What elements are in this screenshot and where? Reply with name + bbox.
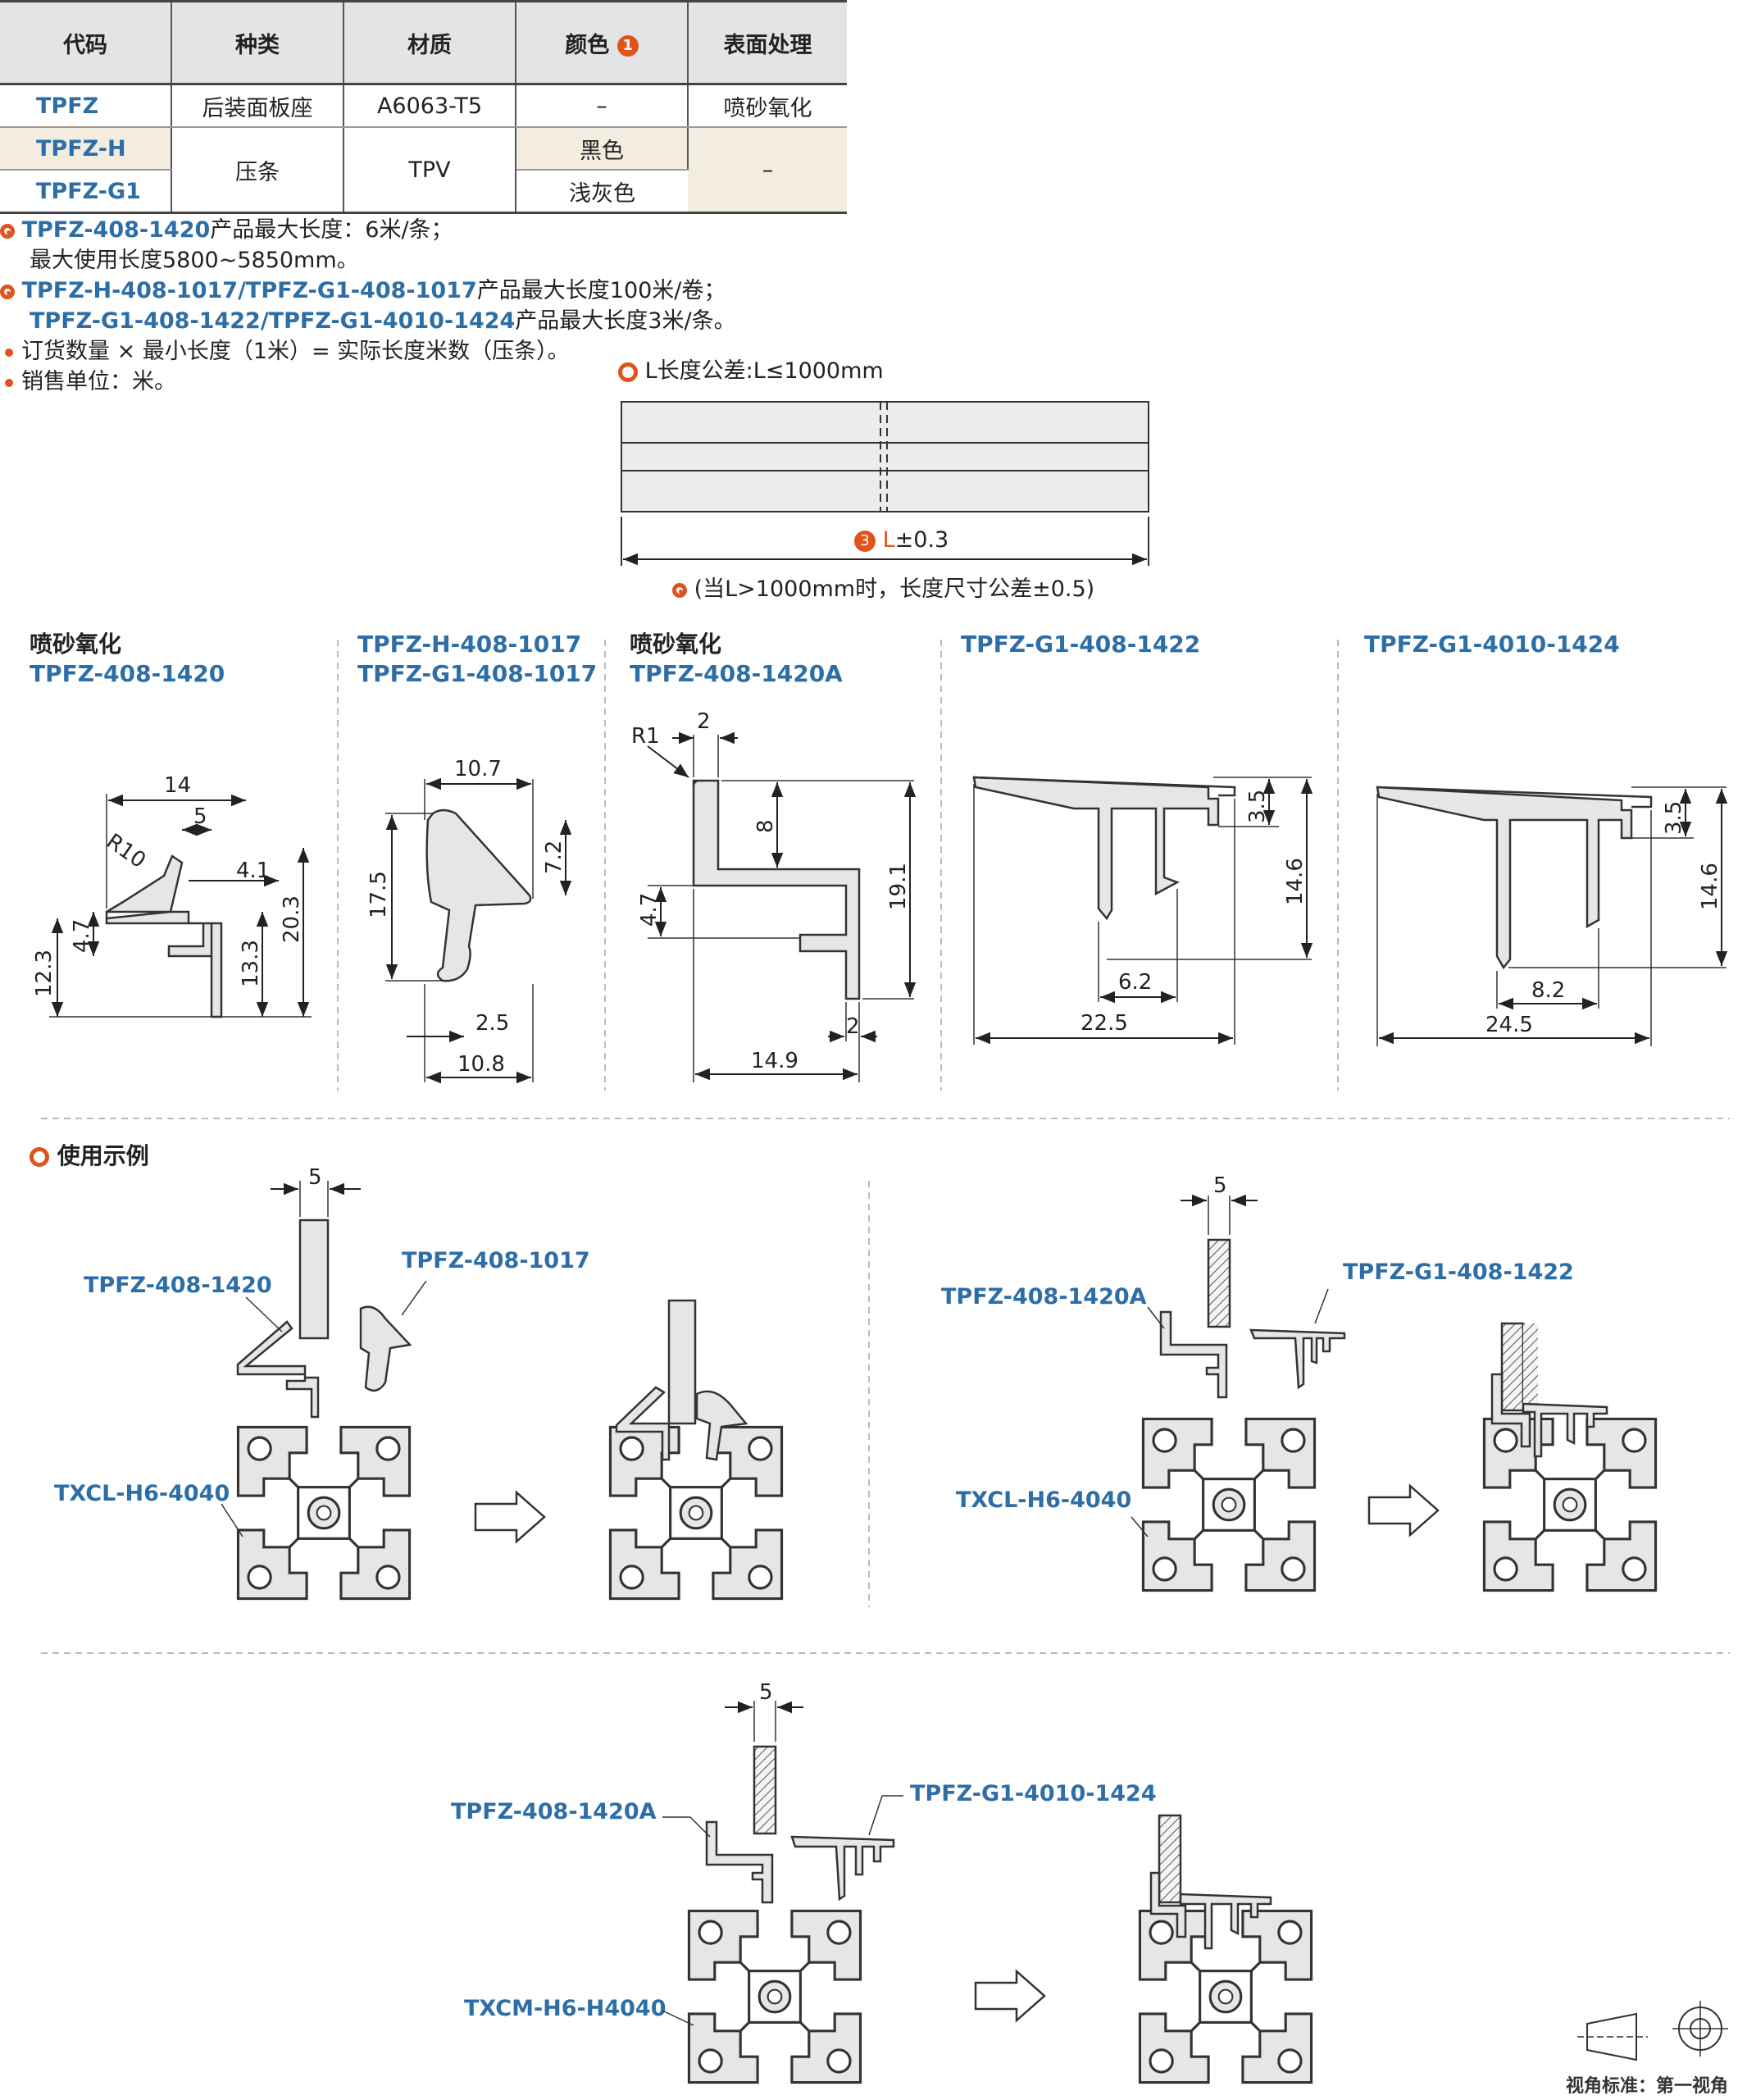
length-bar: [621, 401, 1149, 566]
dim-text: 2: [697, 709, 711, 734]
dim-text: 14: [164, 773, 191, 798]
usage-example-3: 5: [662, 1680, 1313, 2084]
table-row: TPFZ 后装面板座 A6063-T5 – 喷砂氧化: [0, 84, 847, 128]
projection-note: 视角标准：第一视角: [1566, 2076, 1729, 2097]
profile5-title: TPFZ-G1-4010-1424: [1364, 631, 1620, 658]
row-color: –: [516, 84, 689, 128]
spec-table: 代码 种类 材质 颜色 1 表面处理 TPFZ 后装面板座 A6063-T5 –…: [0, 0, 847, 214]
dim-text: 7.2: [542, 840, 566, 874]
circle-icon: [618, 362, 638, 382]
row-material: A6063-T5: [343, 84, 516, 128]
dim-text: 10.7: [454, 757, 502, 781]
dim-text: 4.7: [70, 919, 94, 953]
bullet-icon: [5, 348, 13, 357]
length-note: (当L>1000mm时，长度尺寸公差±0.5): [672, 574, 1094, 604]
dim-text: 17.5: [366, 871, 391, 918]
dim-text: R10: [102, 829, 150, 873]
usage-example-2: 5: [1131, 1173, 1658, 1592]
dim-text: 10.8: [457, 1052, 505, 1077]
dim-text: 4.7: [637, 893, 662, 927]
header-color: 颜色 1: [516, 0, 689, 85]
ex3-base-label: TXCM-H6-H4040: [464, 1996, 666, 2021]
dim-text: 14.9: [751, 1049, 798, 1073]
dim-text: 13.3: [239, 940, 263, 987]
length-badge: 3: [854, 530, 876, 552]
ring-icon: [0, 223, 15, 239]
usage-example-1: 5: [221, 1165, 784, 1601]
ring-icon: [0, 284, 15, 299]
dim-text: 5: [1213, 1173, 1227, 1198]
ex3-right-label: TPFZ-G1-4010-1424: [910, 1781, 1157, 1806]
profile5-drawing: 3.5 14.6 8.2 24.5: [1376, 786, 1728, 1046]
projection-symbol-icon: [1577, 2001, 1728, 2061]
row-code: TPFZ: [0, 84, 172, 128]
ex1-base-label: TXCL-H6-4040: [54, 1481, 230, 1506]
dim-text: 2.5: [475, 1011, 509, 1036]
dim-text: 3.5: [1662, 801, 1686, 835]
dim-text: 14.6: [1698, 863, 1722, 910]
ex2-left-label: TPFZ-408-1420A: [941, 1284, 1147, 1310]
ex2-right-label: TPFZ-G1-408-1422: [1343, 1260, 1574, 1285]
ring-icon: [672, 582, 687, 598]
profile1-drawing: 14 5 R10 4.1 20.3 13.3 4.7 12.3: [32, 773, 312, 1018]
dim-text: 5: [193, 804, 207, 829]
usage-heading: 使用示例: [30, 1141, 149, 1171]
dim-text: 8.2: [1531, 978, 1565, 1003]
ex2-base-label: TXCL-H6-4040: [956, 1487, 1132, 1513]
header-type: 种类: [171, 0, 344, 85]
profile4-drawing: 3.5 14.6 6.2 22.5: [972, 776, 1313, 1045]
length-heading: L长度公差:L≤1000mm: [618, 356, 884, 386]
ex1-left-label: TPFZ-408-1420: [84, 1273, 272, 1298]
profile2-drawing: 10.7 17.5 7.2 2.5 10.8: [366, 757, 572, 1084]
dim-text: 12.3: [32, 950, 57, 997]
row-surface: 喷砂氧化: [688, 84, 847, 128]
dim-text: R1: [631, 724, 660, 749]
color-note-badge: 1: [616, 35, 639, 57]
row-code: TPFZ-H: [0, 127, 172, 171]
row-code: TPFZ-G1: [0, 170, 172, 214]
dim-text: 14.6: [1283, 858, 1308, 905]
dim-text: 20.3: [280, 895, 304, 943]
dim-text: 2: [846, 1014, 860, 1039]
row-type: 压条: [171, 127, 344, 214]
dim-text: 5: [308, 1165, 322, 1190]
dim-text: 6.2: [1118, 970, 1152, 995]
row-type: 后装面板座: [171, 84, 344, 128]
ex1-right-label: TPFZ-408-1017: [402, 1248, 590, 1273]
dim-text: 22.5: [1081, 1011, 1128, 1036]
table-row: TPFZ-H 压条 TPV 黑色 –: [0, 127, 847, 214]
row-color: 黑色: [516, 127, 689, 171]
profile3-drawing: R1 2 8 19.1 4.7 2 14.9: [631, 709, 917, 1082]
notes: TPFZ-408-1420产品最大长度：6米/条； 最大使用长度5800~585…: [0, 215, 820, 397]
profile4-title: TPFZ-G1-408-1422: [961, 631, 1201, 658]
ex3-left-label: TPFZ-408-1420A: [451, 1799, 657, 1824]
dim-text: 3.5: [1245, 790, 1270, 823]
header-surface: 表面处理: [688, 0, 847, 85]
row-color: 浅灰色: [516, 170, 688, 214]
length-dim: 3 L±0.3: [854, 525, 949, 555]
circle-icon: [30, 1147, 49, 1167]
row-material: TPV: [343, 127, 516, 214]
dim-text: 4.1: [236, 859, 270, 883]
header-code: 代码: [0, 0, 172, 85]
header-material: 材质: [343, 0, 516, 85]
dim-text: 24.5: [1485, 1013, 1533, 1037]
dim-text: 19.1: [886, 863, 911, 910]
dim-text: 5: [759, 1680, 773, 1705]
bullet-icon: [5, 378, 13, 387]
row-surface: –: [688, 127, 847, 214]
dim-text: 8: [753, 819, 778, 833]
